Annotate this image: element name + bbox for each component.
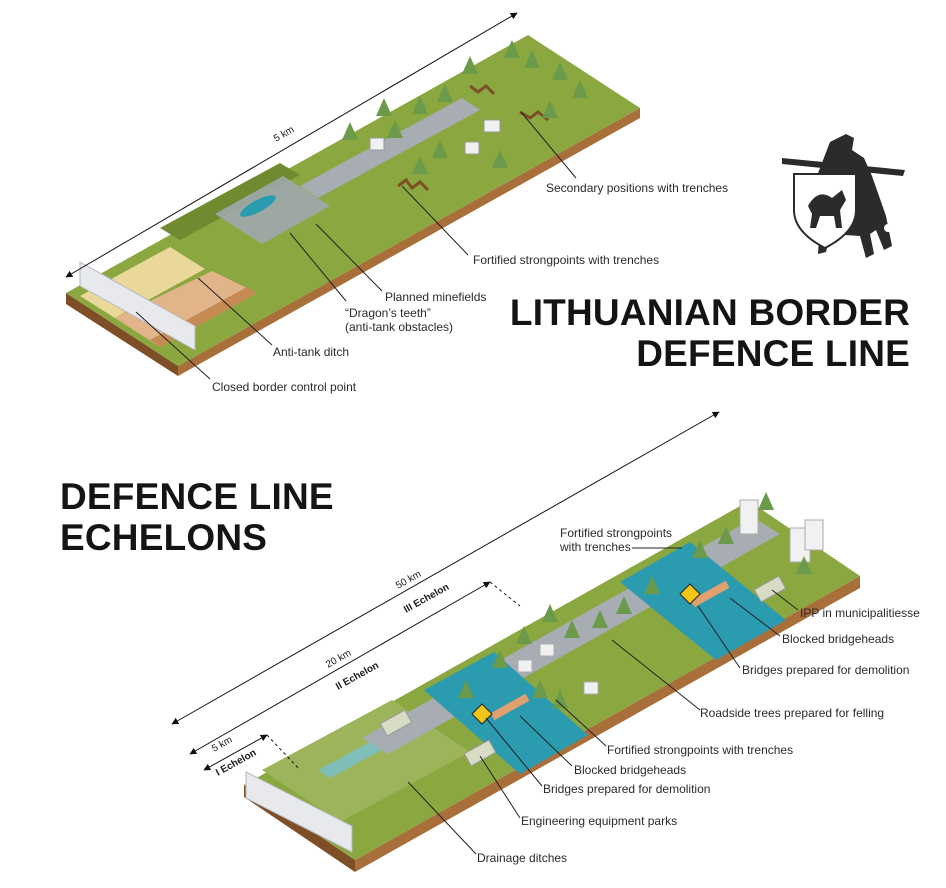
house-2 (464, 141, 480, 155)
second-echelon-label: II Echelon (334, 660, 381, 693)
border-fence (79, 261, 196, 351)
label-ipp: IPP in municipalitiesse (800, 606, 920, 620)
house-3 (483, 119, 501, 133)
label-fortified-low: Fortified strongpoints with trenches (607, 743, 794, 757)
terrain-front-face (66, 293, 178, 376)
label-blocked-bridgeheads-top: Blocked bridgeheads (782, 632, 895, 646)
echelon-dimension-arrows (171, 411, 720, 771)
label-anti-tank-ditch: Anti-tank ditch (273, 345, 350, 359)
building-1 (739, 499, 759, 535)
label-closed-border-point: Closed border control point (212, 380, 357, 394)
label-fortified-top: Fortified strongpoints with trenches (560, 526, 673, 554)
distance-5km: 5 km (210, 734, 234, 754)
house-b1 (539, 643, 555, 657)
label-planned-minefields: Planned minefields (385, 290, 487, 304)
label-bridges-demolition-top: Bridges prepared for demolition (742, 663, 910, 677)
title-lithuanian-border-defence-line: LITHUANIAN BORDER DEFENCE LINE (509, 292, 910, 375)
house-b2 (517, 659, 533, 673)
label-engineering-parks: Engineering equipment parks (521, 814, 678, 828)
label-bridges-demolition-low: Bridges prepared for demolition (543, 782, 711, 796)
distance-label-top: 5 km (272, 124, 296, 144)
label-fortified-strongpoints: Fortified strongpoints with trenches (473, 253, 660, 267)
third-echelon-label: III Echelon (402, 582, 451, 616)
leader-lines-top (135, 111, 577, 380)
distance-arrow-top (65, 12, 518, 278)
equipment-park-3 (753, 575, 787, 603)
label-secondary-positions: Secondary positions with trenches (546, 181, 729, 195)
title-defence-line-echelons: DEFENCE LINE ECHELONS (60, 476, 334, 559)
lithuanian-coat-of-arms-emblem (782, 134, 905, 258)
distance-20km: 20 km (324, 648, 353, 671)
house-1 (369, 137, 385, 151)
label-drainage-ditches: Drainage ditches (477, 851, 568, 865)
label-blocked-bridgeheads-low: Blocked bridgeheads (574, 763, 687, 777)
label-roadside-trees: Roadside trees prepared for felling (700, 706, 885, 720)
anti-tank-ditch-band (115, 271, 257, 347)
leader-lines-bottom (407, 547, 799, 855)
label-dragons-teeth: “Dragon’s teeth” (anti-tank obstacles) (345, 306, 454, 334)
border-fence-bottom (245, 771, 353, 853)
distance-50km: 50 km (394, 569, 423, 592)
building-3 (804, 519, 824, 551)
house-b3 (583, 681, 599, 695)
